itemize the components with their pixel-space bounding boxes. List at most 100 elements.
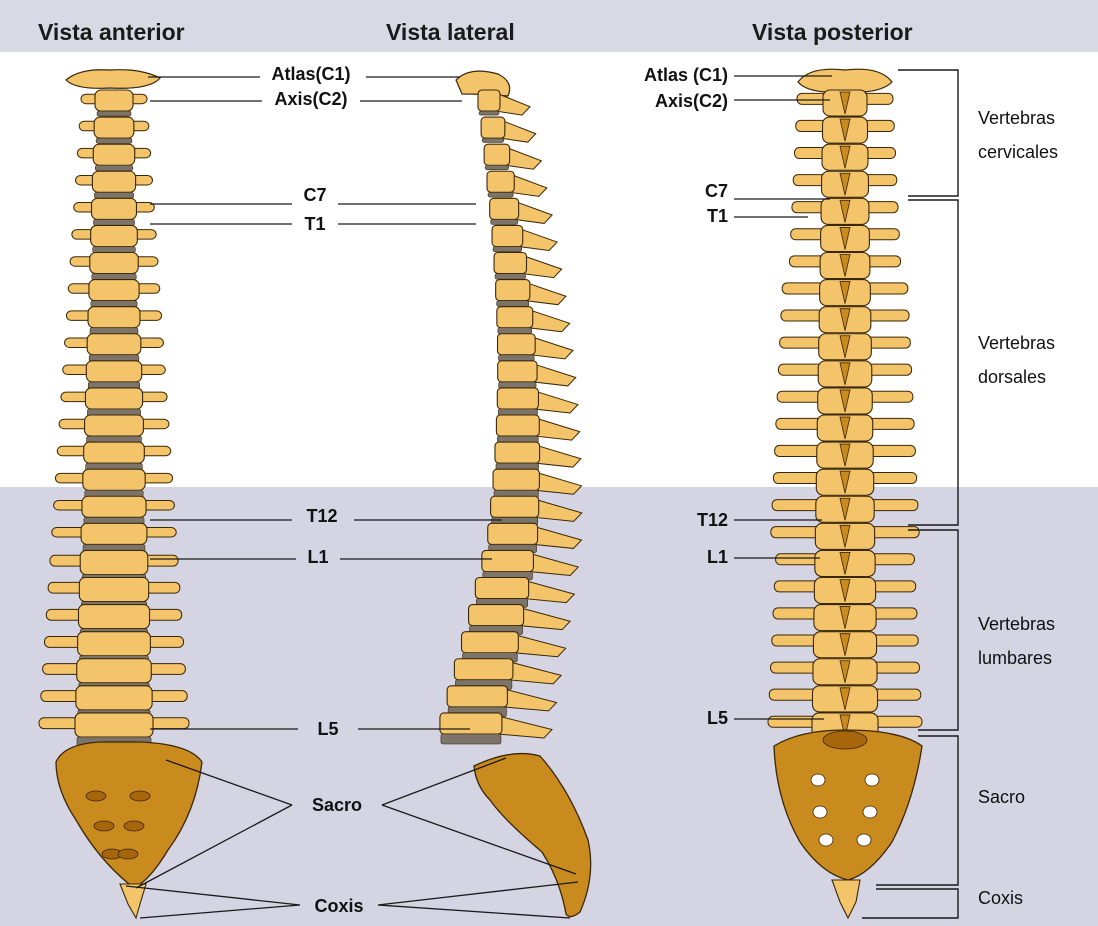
lateral-vertebral-body	[493, 469, 539, 490]
lateral-vertebral-body	[491, 496, 539, 517]
region-dorsal-line1: Vertebras	[978, 333, 1055, 353]
label-posterior-l1: L1	[707, 547, 728, 567]
posterior-transverse-process	[772, 500, 822, 511]
header-lateral: Vista lateral	[386, 19, 515, 45]
anterior-disc	[94, 219, 135, 225]
lateral-spinous-process	[536, 445, 581, 467]
anterior-vertebral-body	[83, 469, 145, 490]
anterior-disc	[94, 192, 133, 198]
anterior-vertebral-body	[88, 307, 140, 328]
region-sacro: Sacro	[978, 787, 1025, 807]
lateral-spinous-process	[526, 283, 566, 305]
posterior-transverse-process	[780, 337, 825, 348]
lateral-spinous-process	[531, 337, 573, 359]
posterior-transverse-process	[781, 310, 825, 321]
label-posterior-atlas-c1: Atlas (C1)	[644, 65, 728, 85]
lateral-vertebral-body	[469, 605, 524, 626]
region-dorsal-line2: dorsales	[978, 367, 1046, 387]
anterior-vertebral-body	[85, 388, 142, 409]
label-posterior-t12: T12	[697, 510, 728, 530]
region-cervical-line1: Vertebras	[978, 108, 1055, 128]
lateral-spinous-process	[506, 147, 542, 169]
anterior-sacral-foramen	[130, 791, 150, 801]
lateral-vertebral-body	[482, 550, 534, 571]
label-axis-c2: Axis(C2)	[274, 89, 347, 109]
lateral-vertebral-body	[454, 659, 513, 680]
lateral-spinous-process	[534, 391, 578, 413]
posterior-sacral-foramen	[813, 806, 827, 818]
lateral-vertebral-body	[494, 253, 526, 274]
posterior-transverse-process	[768, 716, 818, 727]
lateral-spinous-process	[533, 364, 576, 386]
lateral-disc	[495, 274, 525, 280]
anterior-vertebral-body	[75, 713, 153, 737]
posterior-transverse-process	[776, 418, 823, 429]
lateral-vertebral-body	[440, 713, 502, 734]
anterior-sacral-foramen	[124, 821, 144, 831]
lateral-spinous-process	[522, 256, 561, 278]
lateral-vertebral-body	[498, 334, 536, 355]
lateral-vertebral-body	[475, 578, 528, 599]
posterior-transverse-process	[872, 716, 922, 727]
posterior-transverse-process	[865, 337, 910, 348]
lateral-disc	[479, 111, 499, 115]
lateral-disc	[488, 192, 513, 197]
posterior-transverse-process	[871, 662, 919, 673]
lateral-vertebral-body	[496, 415, 539, 436]
posterior-transverse-process	[870, 608, 917, 619]
region-lumbar-line1: Vertebras	[978, 614, 1055, 634]
label-posterior-l5: L5	[707, 708, 728, 728]
posterior-transverse-process	[868, 500, 918, 511]
lateral-vertebral-body	[492, 225, 523, 246]
lateral-disc	[491, 219, 518, 224]
anterior-vertebral-body	[78, 605, 149, 629]
lateral-disc	[498, 328, 532, 334]
posterior-transverse-process	[774, 581, 820, 592]
label-posterior-axis-c2: Axis(C2)	[655, 91, 728, 111]
lateral-spinous-process	[510, 174, 547, 196]
posterior-sacral-canal	[823, 731, 867, 749]
anterior-atlas	[66, 70, 160, 89]
posterior-transverse-process	[865, 310, 909, 321]
lateral-vertebral-body	[495, 442, 540, 463]
anterior-vertebral-body	[90, 253, 138, 274]
lateral-disc	[482, 138, 504, 142]
lateral-spinous-process	[529, 310, 570, 332]
posterior-transverse-process	[771, 662, 819, 673]
posterior-transverse-process	[866, 391, 913, 402]
label-t1: T1	[304, 214, 325, 234]
label-l5: L5	[317, 719, 338, 739]
posterior-transverse-process	[777, 391, 824, 402]
label-t12: T12	[306, 506, 337, 526]
lateral-disc	[485, 165, 508, 170]
lateral-vertebral-body	[481, 117, 505, 138]
lateral-spinous-process	[501, 120, 536, 142]
label-atlas-c1: Atlas(C1)	[271, 64, 350, 84]
posterior-transverse-process	[871, 635, 919, 646]
anterior-sacral-foramen	[118, 849, 138, 859]
label-posterior-t1: T1	[707, 206, 728, 226]
region-coxis: Coxis	[978, 888, 1023, 908]
anterior-vertebral-body	[80, 550, 148, 574]
lateral-vertebral-body	[488, 523, 538, 544]
posterior-transverse-process	[773, 472, 822, 483]
anterior-vertebral-body	[94, 117, 134, 138]
posterior-transverse-process	[778, 364, 824, 375]
posterior-transverse-process	[866, 364, 912, 375]
anterior-vertebral-body	[95, 90, 133, 111]
lateral-disc	[441, 734, 501, 744]
anterior-vertebral-body	[82, 496, 146, 517]
anterior-sacral-foramen	[94, 821, 114, 831]
lateral-vertebral-body	[497, 388, 538, 409]
posterior-sacral-foramen	[819, 834, 833, 846]
posterior-atlas	[798, 69, 892, 92]
lateral-spinous-process	[535, 418, 579, 440]
anterior-vertebral-body	[78, 632, 151, 656]
lateral-vertebral-body	[484, 144, 509, 165]
lateral-vertebral-body	[496, 280, 530, 301]
posterior-transverse-process	[872, 689, 921, 700]
anterior-sacral-foramen	[86, 791, 106, 801]
anterior-vertebral-body	[76, 686, 152, 710]
posterior-sacral-foramen	[865, 774, 879, 786]
